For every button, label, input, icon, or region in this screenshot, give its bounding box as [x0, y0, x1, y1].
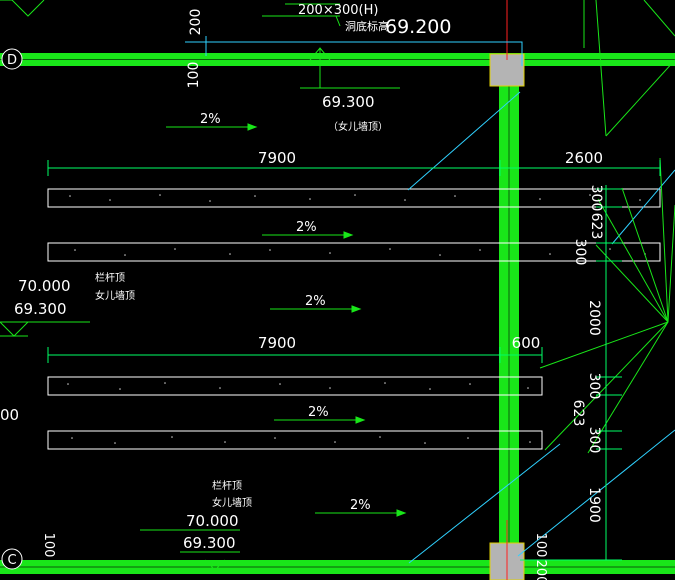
dim-200-top: 200 — [188, 9, 204, 36]
dim-7900-top: 7900 — [258, 149, 296, 167]
dim-7900-mid: 7900 — [258, 334, 296, 352]
panel-3 — [47, 376, 543, 396]
axis-label-c: C — [7, 553, 16, 568]
parapet-top-1-note: （女儿墙顶） — [328, 120, 388, 133]
parapet-top-1: 69.300 — [322, 93, 375, 111]
panel-4 — [47, 430, 543, 450]
dim-600: 600 — [512, 334, 541, 352]
dim-300-c: 300 — [586, 373, 602, 400]
dim-300-b: 300 — [572, 239, 588, 266]
panel-2 — [47, 242, 661, 262]
bottom-parapet-elevation: 69.300 — [183, 534, 236, 552]
dim-100-bottom-left: 100 — [41, 533, 56, 558]
axis-bubble-c — [1, 548, 23, 570]
panel-1 — [47, 188, 661, 208]
elev-partial-top: 200×300(H) — [298, 3, 378, 18]
bottom-label-parapet: 女儿墙顶 — [212, 496, 252, 509]
left-rail-elevation: 70.000 — [18, 277, 71, 295]
dim-623-b: 623 — [570, 400, 586, 427]
dim-100-top: 100 — [186, 62, 202, 89]
dim-100-bottom-right: 100 — [533, 533, 548, 558]
dim-300-d: 300 — [586, 427, 602, 454]
slope-3: 2% — [305, 294, 326, 309]
left-edge-dim: 00 — [0, 406, 19, 424]
dim-623-a: 623 — [588, 213, 604, 240]
left-label-parapet: 女儿墙顶 — [95, 289, 135, 302]
axis-label-d: D — [7, 53, 17, 68]
bottom-rail-elevation: 70.000 — [186, 512, 239, 530]
axis-bubble-d — [1, 48, 23, 70]
slope-5: 2% — [350, 498, 371, 513]
slope-4: 2% — [308, 405, 329, 420]
slope-2: 2% — [296, 220, 317, 235]
dim-2000: 2000 — [586, 300, 602, 336]
dim-2600: 2600 — [565, 149, 603, 167]
left-label-rail: 栏杆顶 — [95, 271, 125, 284]
hole-elevation: 69.200 — [385, 16, 451, 38]
dim-300-a: 300 — [588, 185, 604, 212]
slope-1: 2% — [200, 112, 221, 127]
hole-label: 洞底标高 — [345, 19, 389, 33]
bottom-label-rail: 栏杆顶 — [212, 479, 242, 492]
dim-200-bottom-right: 200 — [533, 560, 548, 580]
left-parapet-elevation: 69.300 — [14, 300, 67, 318]
dim-1900: 1900 — [586, 487, 602, 523]
